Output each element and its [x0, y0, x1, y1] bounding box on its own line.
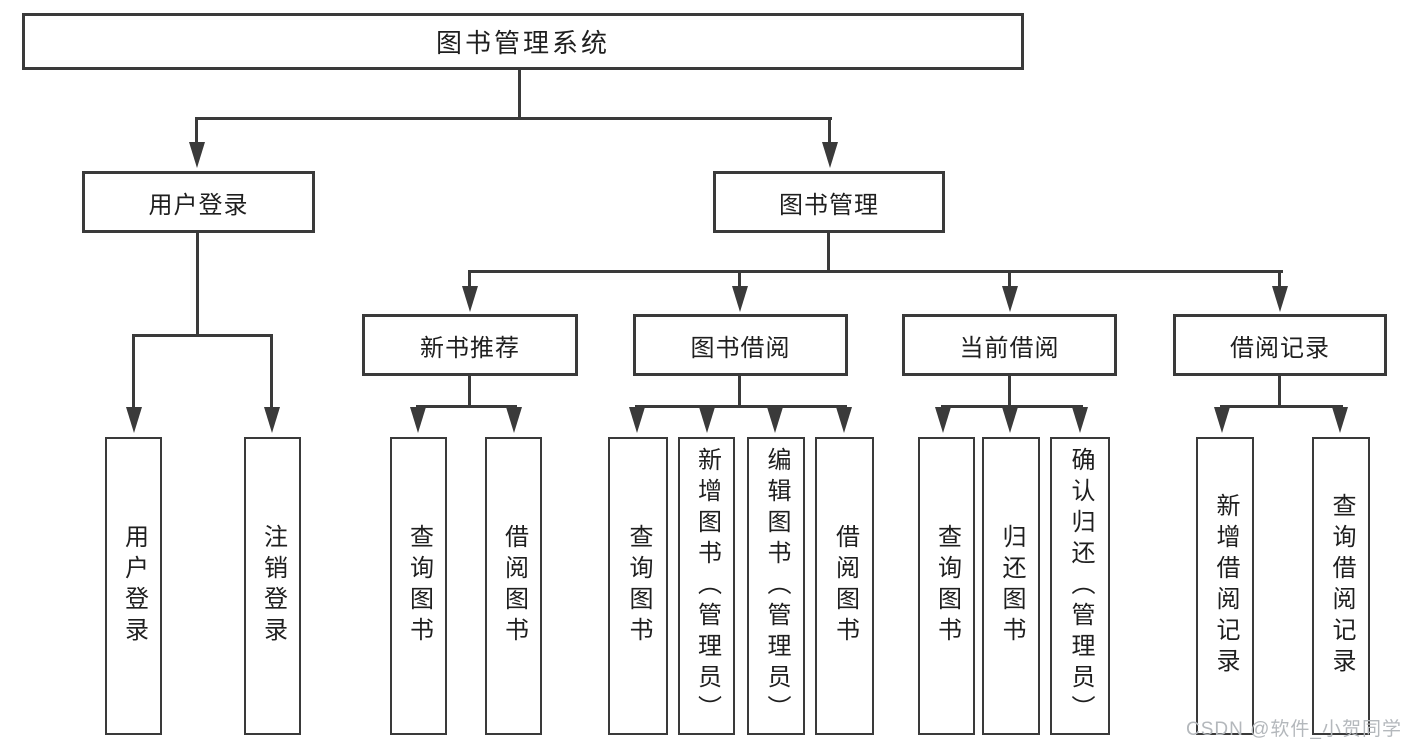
arrow-down-icon: [1072, 407, 1088, 433]
node-borrowing-records: 借阅记录: [1173, 314, 1387, 376]
arrow-down-icon: [264, 407, 280, 433]
connector-line: [195, 117, 832, 120]
leaf-query-books-borrowing: 查询图书: [608, 437, 668, 735]
leaf-logout: 注销登录: [244, 437, 301, 735]
leaf-query-books-current: 查询图书: [918, 437, 975, 735]
connector-line: [518, 70, 521, 118]
connector-line: [132, 334, 273, 337]
connector-line: [132, 334, 135, 410]
connector-line: [1008, 376, 1011, 407]
leaf-edit-book-admin: 编辑图书（管理员）: [747, 437, 805, 735]
node-library-system: 图书管理系统: [22, 13, 1024, 70]
leaf-add-book-admin: 新增图书（管理员）: [678, 437, 735, 735]
arrow-down-icon: [1332, 407, 1348, 433]
connector-line: [827, 233, 830, 272]
node-current-borrowing: 当前借阅: [902, 314, 1117, 376]
connector-line: [416, 405, 517, 408]
arrow-down-icon: [767, 407, 783, 433]
node-book-management: 图书管理: [713, 171, 945, 233]
arrow-down-icon: [506, 407, 522, 433]
arrow-down-icon: [629, 407, 645, 433]
leaf-confirm-return-admin: 确认归还（管理员）: [1050, 437, 1110, 735]
connector-line: [468, 270, 1283, 273]
leaf-borrow-books-borrowing: 借阅图书: [815, 437, 874, 735]
arrow-down-icon: [1002, 407, 1018, 433]
arrow-down-icon: [462, 286, 478, 312]
leaf-return-book: 归还图书: [982, 437, 1040, 735]
connector-line: [468, 270, 471, 288]
arrow-down-icon: [836, 407, 852, 433]
leaf-user-login: 用户登录: [105, 437, 162, 735]
connector-line: [1278, 376, 1281, 407]
arrow-down-icon: [410, 407, 426, 433]
arrow-down-icon: [699, 407, 715, 433]
node-new-book-recommend: 新书推荐: [362, 314, 578, 376]
connector-line: [1220, 405, 1343, 408]
connector-line: [738, 270, 741, 288]
leaf-query-borrow-record: 查询借阅记录: [1312, 437, 1370, 735]
arrow-down-icon: [1272, 286, 1288, 312]
arrow-down-icon: [1214, 407, 1230, 433]
arrow-down-icon: [822, 142, 838, 168]
connector-line: [635, 405, 847, 408]
connector-line: [468, 376, 471, 407]
arrow-down-icon: [189, 142, 205, 168]
connector-line: [828, 117, 831, 145]
connector-line: [195, 117, 198, 145]
connector-line: [941, 405, 1083, 408]
connector-line: [1278, 270, 1281, 288]
node-user-login: 用户登录: [82, 171, 315, 233]
connector-line: [1008, 270, 1011, 288]
watermark: CSDN @软件_小贺同学: [1186, 719, 1402, 740]
arrow-down-icon: [1002, 286, 1018, 312]
arrow-down-icon: [935, 407, 951, 433]
arrow-down-icon: [732, 286, 748, 312]
leaf-add-borrow-record: 新增借阅记录: [1196, 437, 1254, 735]
node-book-borrowing: 图书借阅: [633, 314, 848, 376]
connector-line: [270, 334, 273, 410]
connector-line: [738, 376, 741, 407]
arrow-down-icon: [126, 407, 142, 433]
leaf-query-books-recommend: 查询图书: [390, 437, 447, 735]
leaf-borrow-books-recommend: 借阅图书: [485, 437, 542, 735]
connector-line: [196, 233, 199, 336]
